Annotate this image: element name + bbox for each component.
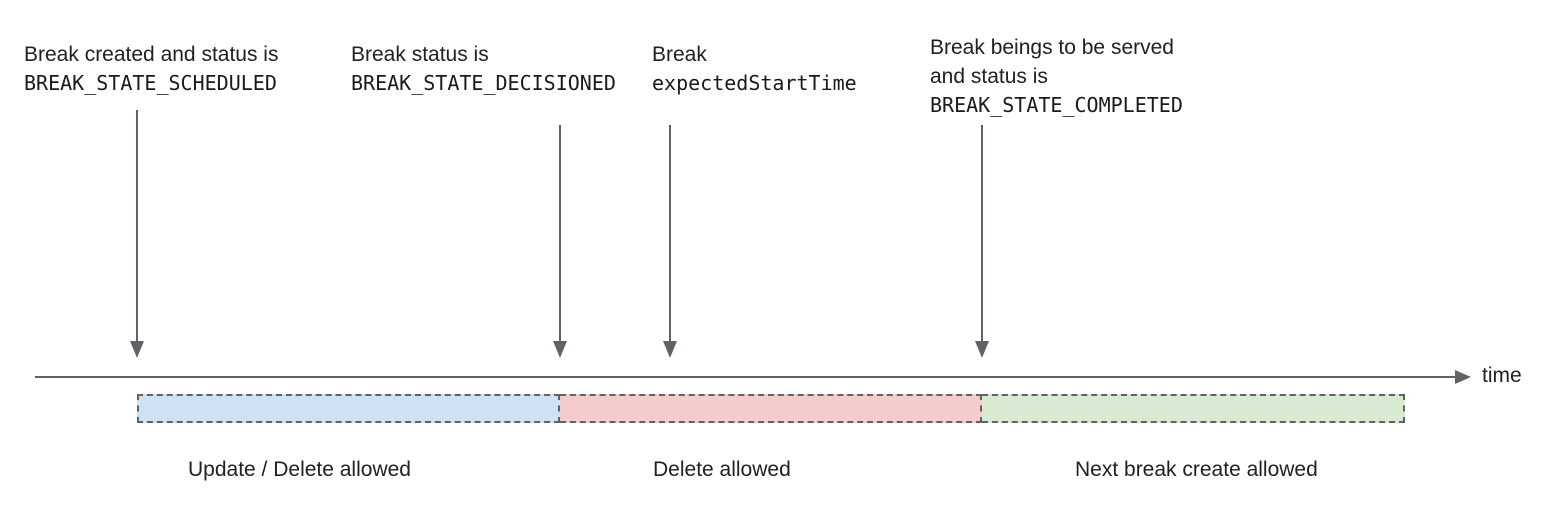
arrow-down-completed <box>975 125 989 358</box>
label-delete-allowed: Delete allowed <box>653 458 791 481</box>
annotation-completed-text-2: and status is <box>930 65 1048 88</box>
arrow-down-scheduled <box>130 110 144 358</box>
annotation-decisioned-text: Break status is <box>351 43 489 66</box>
annotation-scheduled: Break created and status is BREAK_STATE_… <box>24 40 278 98</box>
annotation-expected-start: Break expectedStartTime <box>652 40 857 98</box>
annotation-scheduled-code: BREAK_STATE_SCHEDULED <box>24 71 277 95</box>
annotation-scheduled-text: Break created and status is <box>24 43 279 66</box>
annotation-expected-start-text: Break <box>652 43 707 66</box>
segment-delete-allowed <box>560 394 982 423</box>
annotation-completed-text-1: Break beings to be served <box>930 36 1174 59</box>
timeline-arrowhead-icon <box>1455 370 1471 384</box>
label-next-break-create-allowed: Next break create allowed <box>1075 458 1318 481</box>
timeline-axis-label: time <box>1482 364 1522 387</box>
annotation-completed: Break beings to be served and status is … <box>930 33 1183 120</box>
segment-next-break-create-allowed <box>982 394 1405 423</box>
label-update-delete-allowed: Update / Delete allowed <box>188 458 411 481</box>
annotation-expected-start-code: expectedStartTime <box>652 71 857 95</box>
annotation-decisioned: Break status is BREAK_STATE_DECISIONED <box>351 40 616 98</box>
segment-update-delete-allowed <box>137 394 560 423</box>
arrow-down-expected-start <box>663 125 677 358</box>
annotation-completed-code: BREAK_STATE_COMPLETED <box>930 93 1183 117</box>
annotation-decisioned-code: BREAK_STATE_DECISIONED <box>351 71 616 95</box>
arrow-down-decisioned <box>553 125 567 358</box>
timeline-axis-line <box>35 376 1455 378</box>
